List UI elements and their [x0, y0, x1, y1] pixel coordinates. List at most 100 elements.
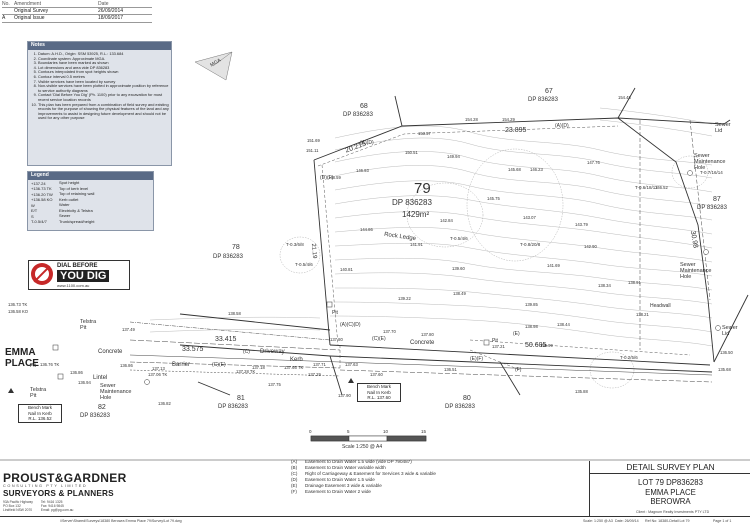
easement-row: (E)Drainage Easement 3 wide & variable — [291, 483, 436, 489]
lot68-number: 68 — [360, 103, 368, 110]
amendment-no: A — [2, 15, 6, 22]
easement-label: (A)(D) — [555, 123, 569, 129]
dimension-street-1: 33.415 — [215, 336, 237, 343]
easement-text: Right of Carriageway & Easement for Serv… — [305, 471, 436, 476]
legend-symbol: +136.73 TK — [31, 186, 52, 192]
spot-height: 146.93 — [356, 168, 369, 173]
lot78-number: 78 — [232, 244, 240, 251]
spot-height: 139.85 — [525, 302, 538, 307]
spot-height: 139.60 — [452, 266, 465, 271]
easement-row: (D)Easement to Drain Water 1.5 wide — [291, 477, 436, 483]
dimension-side: 21.19 — [309, 243, 318, 259]
easement-key: (F) — [291, 489, 297, 494]
easement-row: (B)Easement to Drain Water variable widt… — [291, 465, 436, 471]
bench-mark-left: Bench Mark Nail In Kerb R.L. 136.52 — [18, 404, 62, 423]
date-info: Date: 26/09/14 — [615, 519, 639, 523]
spot-height: 138.91 — [628, 280, 641, 285]
pits — [52, 301, 490, 380]
amendment-date: 26/09/2014 — [98, 8, 124, 15]
ref-info: Ref No: 18380-Detail Lot 79 — [645, 519, 690, 523]
pit-label: Pit — [30, 363, 36, 369]
road-level: 136.86 — [70, 370, 83, 375]
bench-mark-line: Bench Mark — [27, 405, 52, 410]
spot-height: 140.81 — [340, 267, 353, 272]
easement-text: Easement to Drain Water 1.5 wide (vide D… — [305, 459, 412, 464]
pit-label: Pit — [332, 310, 338, 316]
spot-height: 136.82 — [158, 401, 171, 406]
lot-dp: DP 836283 — [392, 198, 432, 207]
notes-panel: Notes Datum: A.H.D., Origin: SSM 53925, … — [27, 41, 172, 166]
spot-height: 149.94 — [447, 154, 460, 159]
amendment-no-header: No. — [2, 1, 10, 7]
tree-label: T-0.5/4/6 — [295, 262, 313, 267]
note-item: Non-visible services have been plotted i… — [38, 83, 169, 93]
easement-row: (A)Easement to Drain Water 1.5 wide (vid… — [291, 459, 436, 465]
amendment-text: Original Survey — [14, 8, 49, 15]
easement-key: (E) — [291, 483, 298, 488]
bench-mark-markers — [8, 378, 354, 393]
file-path: \\Server\Shared\Surveys\18380 Berowra Em… — [60, 519, 182, 523]
amendment-no — [2, 8, 14, 14]
easement-label: (D)(F) — [320, 175, 334, 181]
note-item: This plan has been prepared from a combi… — [38, 102, 169, 121]
legend-label: Sewer — [59, 213, 71, 219]
spot-height: 137.70 — [383, 329, 396, 334]
legend-symbol: E/T — [31, 208, 38, 214]
easement-key: (C) — [291, 471, 298, 476]
spot-height: 139.22 — [398, 296, 411, 301]
road-level: 137.28 TK — [236, 369, 256, 374]
legend-title: Legend — [28, 172, 153, 180]
legend-label: Kerb outlet — [59, 196, 79, 202]
note-item: Contact 'Dial Before You Dig' (Ph. 1100)… — [38, 92, 169, 102]
lot67-number: 67 — [545, 88, 553, 95]
dial-before-you-dig-badge: DIAL BEFORE YOU DIG www.1100.com.au — [28, 260, 130, 290]
spot-height: 136.51 — [444, 367, 457, 372]
contact-line: Tel: 9416 1325 — [40, 500, 63, 504]
legend-symbol: +136.20 TW — [31, 191, 53, 197]
tree-label: T-0.6/18/12 — [635, 185, 658, 190]
company-division: SURVEYORS & PLANNERS — [3, 489, 114, 498]
spot-height: 143.07 — [523, 215, 536, 220]
easement-text: Easement to Drain Water 1.5 wide — [305, 477, 375, 482]
spot-height: 154.29 — [502, 117, 515, 122]
spot-height: 137.29 — [308, 372, 321, 377]
plan-street: EMMA PLACE — [645, 487, 696, 497]
plan-suburb: BEROWRA — [650, 497, 691, 506]
address-line: PO Box 132 — [3, 504, 21, 508]
spot-height: 137.21 — [492, 344, 505, 349]
bench-mark-line: Nail In Kerb — [28, 410, 52, 416]
legend-label: Trunk/spread/height — [59, 218, 95, 224]
north-arrow-icon — [194, 51, 233, 81]
company-tagline: CONSULTING PTY LIMITED — [3, 484, 88, 488]
scale-info: Scale: 1:250 @ A3 — [583, 519, 613, 523]
company-address-col: 93A Pacific Highway PO Box 132 Lindfield… — [3, 500, 33, 512]
lintel-label: Lintel — [93, 375, 108, 381]
spot-height: 138.49 — [453, 291, 466, 296]
easement-text: Easement to Drain Water variable width — [305, 465, 386, 470]
easement-label: (A)(D) — [360, 140, 374, 146]
sewer-lid-label: Sewer Lid — [722, 325, 738, 337]
spot-height: 137.13 — [152, 366, 165, 371]
street-name-emma-place: EMMA PLACE — [5, 347, 39, 369]
spot-height: 137.75 — [268, 382, 281, 387]
bench-mark-line: Nail In Kerb — [367, 389, 391, 395]
spot-height: 135.68 — [718, 367, 731, 372]
note-item: Boundaries have been marked as shown — [38, 61, 169, 66]
concrete-label: Concrete — [410, 340, 435, 346]
spot-height: 150.51 — [405, 150, 418, 155]
note-item: Visible services have been located by su… — [38, 79, 169, 85]
plan-title: DETAIL SURVEY PLAN — [590, 461, 750, 474]
contour-lines — [149, 107, 713, 347]
pit-label: Pit — [492, 338, 498, 344]
lot87-dp: DP 836283 — [697, 205, 727, 211]
scale-tick: 5 — [347, 429, 350, 434]
spot-height: 141.69 — [547, 263, 560, 268]
telstra-pit-label: Telstra Pit — [80, 319, 97, 331]
easement-row: (F)Easement to Drain Water 2 wide — [291, 489, 436, 495]
spot-height: 154.28 — [465, 117, 478, 122]
spot-height: 144.86 — [360, 227, 373, 232]
dimension-bottom: 50.605 — [525, 342, 547, 349]
amendment-date-header: Date — [98, 1, 109, 7]
